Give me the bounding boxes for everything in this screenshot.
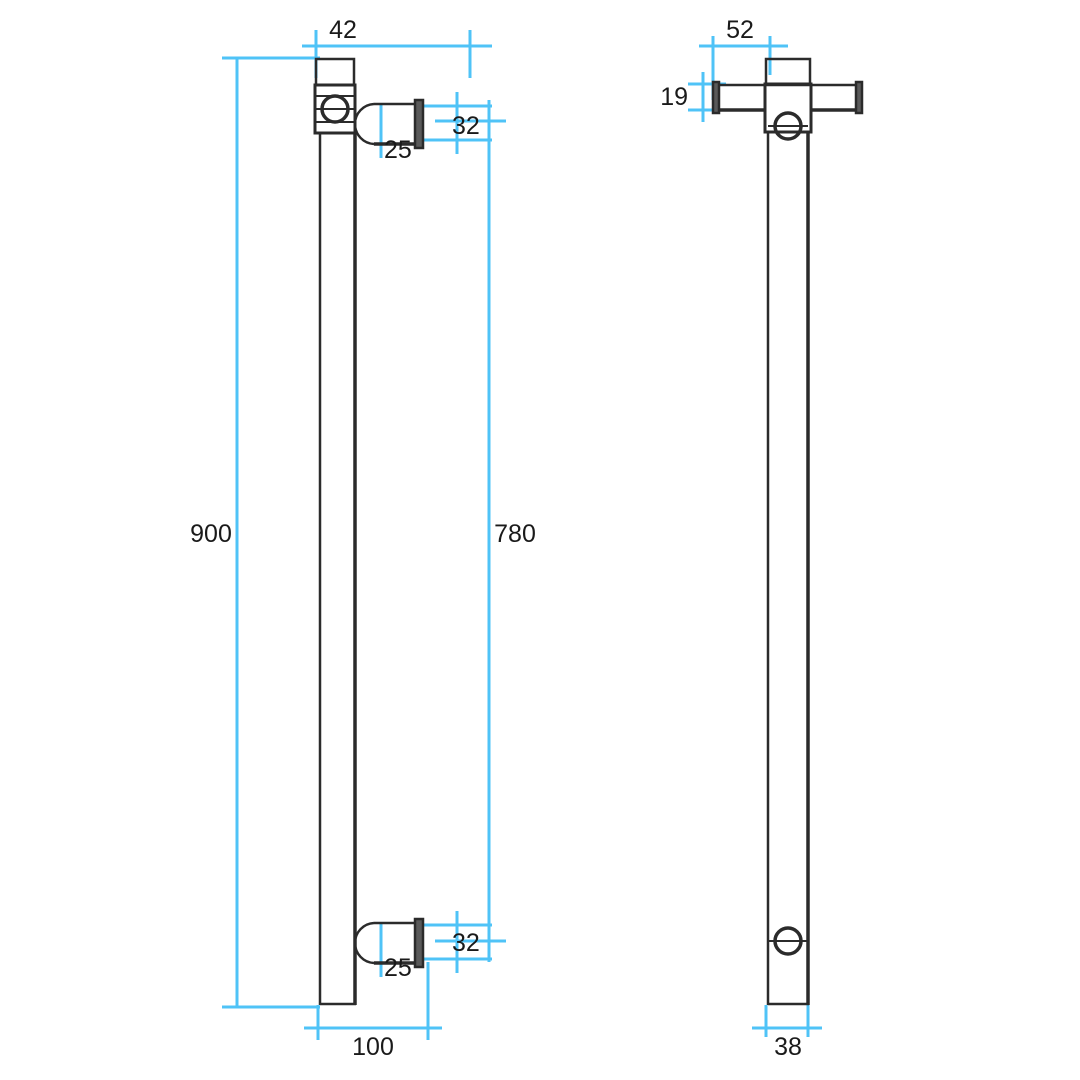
dim-label-25-top: 25: [384, 136, 412, 164]
side-hub-block: [763, 82, 813, 134]
side-right-arm-endcap: [854, 80, 864, 115]
dim-label-42: 42: [329, 16, 357, 44]
dim-label-32-bottom: 32: [452, 929, 480, 957]
side-view-geometry: [711, 57, 864, 1006]
side-lower-fixing-circle: [773, 926, 803, 956]
dim-label-100: 100: [352, 1033, 394, 1061]
side-upper-fixing-circle: [773, 111, 803, 141]
dim-label-52: 52: [726, 16, 754, 44]
front-upper-arm-radius: [353, 102, 375, 146]
front-lower-arm-endplate: [413, 917, 425, 969]
dim-label-780: 780: [494, 520, 536, 548]
front-lower-arm-radius: [353, 921, 375, 965]
dim-label-25-bottom: 25: [384, 954, 412, 982]
dim-label-38: 38: [774, 1033, 802, 1061]
front-top-fixing-circle: [320, 94, 350, 124]
dimension-labels-group: 42 900 780 100 32 25 32 25 52 19 38: [190, 16, 802, 1061]
dim-label-32-top: 32: [452, 112, 480, 140]
dim-label-900: 900: [190, 520, 232, 548]
dimension-lines-group: [222, 30, 822, 1040]
dim-label-19: 19: [660, 83, 688, 111]
side-left-arm-endcap: [711, 80, 721, 115]
front-view-geometry: [313, 57, 425, 1006]
front-upper-arm-endplate: [413, 98, 425, 150]
